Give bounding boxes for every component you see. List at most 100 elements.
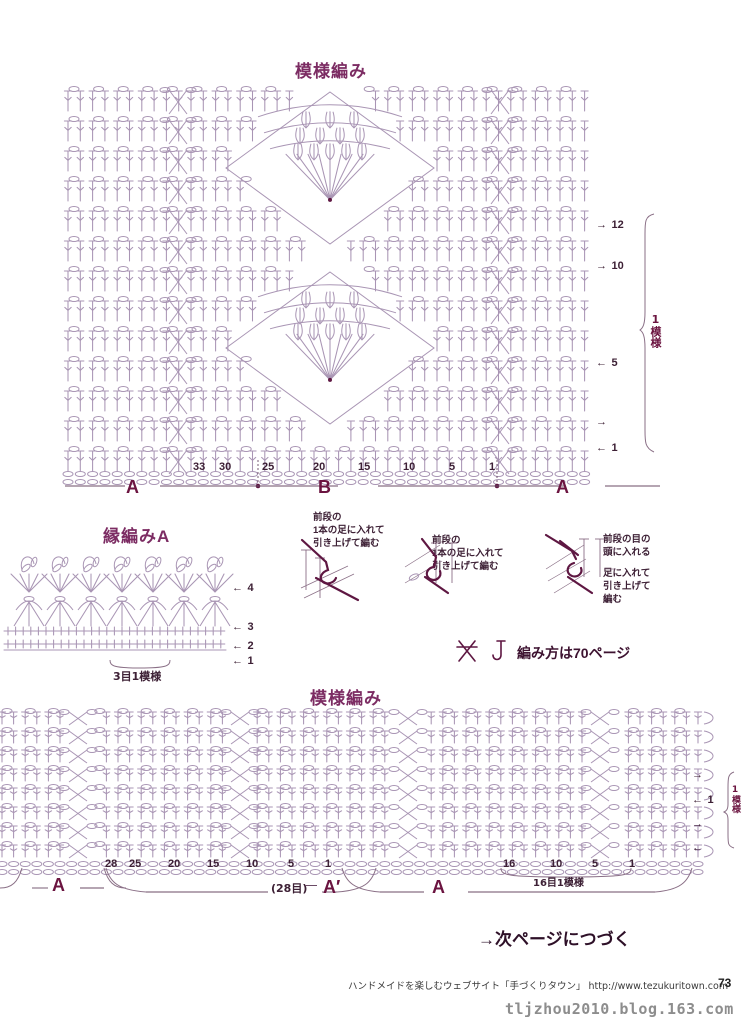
annotation-2-line-2: 1本の足に入れて <box>432 547 504 559</box>
bottom-chart-title: 模様編み <box>310 689 382 708</box>
edge-row-number-2: 2 <box>247 640 254 652</box>
top-row-label-1: ← 1 <box>596 438 618 456</box>
top-row-arrow-10: → <box>596 260 607 272</box>
top-stitch-number-25: 25 <box>262 461 275 473</box>
bottom-left-number-25: 25 <box>129 858 142 870</box>
technique-diagram-3 <box>544 533 616 595</box>
edge-chart-title: 縁編みA <box>103 527 171 546</box>
bottom-left-number-20: 20 <box>168 858 181 870</box>
edge-row-label-1: ← 1 <box>232 651 254 669</box>
top-chart-title: 模様編み <box>295 62 367 81</box>
bottom-right-number-16: 16 <box>503 858 516 870</box>
bottom-row-arrow-1: ← <box>692 794 703 806</box>
top-row-arrow-5: ← <box>596 357 607 369</box>
bottom-row-label-d: ← <box>692 838 703 856</box>
bottom-row-arrow-d: ← <box>692 842 703 854</box>
edge-row-arrow-2: ← <box>232 640 243 652</box>
annotation-1-line-1: 前段の <box>313 512 342 523</box>
bottom-row-label-1: ← 1 <box>692 790 714 808</box>
annotation-2-line-1: 前段の <box>432 535 461 546</box>
edge-repeat-label: 3目1模様 <box>113 670 162 683</box>
bottom-dash-separator <box>305 885 317 886</box>
bottom-row-arrow-c: → <box>692 818 703 830</box>
bottom-row-label-c: → <box>692 814 703 832</box>
top-chart-repeat-bracket <box>639 213 655 453</box>
bottom-row-label-a: → <box>692 765 703 783</box>
annotation-1-line-2: 1本の足に入れて <box>313 524 385 536</box>
top-row-label-10: → 10 <box>596 256 624 274</box>
top-row-arrow-blank: → <box>596 416 607 428</box>
bottom-right-number-1: 1 <box>629 858 636 870</box>
annotation-4-line-1: 足に入れて <box>603 568 651 579</box>
top-stitch-number-5: 5 <box>449 461 456 473</box>
continue-note: →次ページにつづく <box>478 930 631 949</box>
bottom-chart-section-braces <box>0 867 693 893</box>
top-section-label-b: B <box>318 477 331 497</box>
page-number: 73 <box>718 976 732 990</box>
legend-note: 編み方は70ページ <box>517 645 631 661</box>
edge-row-arrow-4: ← <box>232 582 243 594</box>
top-row-number-1: 1 <box>611 442 618 454</box>
top-row-number-5: 5 <box>611 357 618 369</box>
top-row-arrow-1: ← <box>596 442 607 454</box>
top-chart-bracket-label: 1模様 <box>649 313 662 348</box>
top-stitch-number-30: 30 <box>219 461 232 473</box>
annotation-2-line-3: 引き上げて編む <box>432 560 499 572</box>
top-row-number-10: 10 <box>611 260 624 272</box>
bottom-chart-stitch-diagram <box>0 708 714 875</box>
top-stitch-number-33: 33 <box>193 461 206 473</box>
bottom-right-number-5: 5 <box>592 858 599 870</box>
bottom-section-label-a-right: A <box>432 877 445 897</box>
edge-chart-stitch-diagram <box>3 556 234 651</box>
bottom-left-number-1: 1 <box>325 858 332 870</box>
top-row-label-5: ← 5 <box>596 353 618 371</box>
top-section-label-a-left: A <box>126 477 139 497</box>
bottom-left-number-10: 10 <box>246 858 259 870</box>
bottom-left-repeat-label: (28目) <box>271 882 308 895</box>
bottom-right-repeat-label: 16目1模様 <box>533 878 584 889</box>
technique-diagram-2 <box>404 537 457 595</box>
annotation-3: 前段の目の 頭に入れる <box>603 534 651 560</box>
top-stitch-number-15: 15 <box>358 461 371 473</box>
bottom-section-label-a-prime: A′ <box>323 877 341 897</box>
edge-repeat-bracket <box>109 659 171 669</box>
edge-row-number-3: 3 <box>247 621 254 633</box>
top-stitch-number-10: 10 <box>403 461 416 473</box>
watermark: tljzhou2010.blog.163.com <box>505 1000 734 1018</box>
edge-row-label-3: ← 3 <box>232 617 254 635</box>
top-row-arrow-12: → <box>596 219 607 231</box>
top-chart-section-rule <box>65 460 660 489</box>
bottom-chart-bracket-label: 1模様 <box>730 785 740 813</box>
annotation-1-line-3: 引き上げて編む <box>313 537 380 549</box>
annotation-1: 前段の 1本の足に入れて 引き上げて編む <box>313 512 385 550</box>
bottom-row-arrow-a: → <box>692 769 703 781</box>
annotation-2: 前段の 1本の足に入れて 引き上げて編む <box>432 535 504 573</box>
edge-row-label-2: ← 2 <box>232 636 254 654</box>
top-chart-stitch-diagram <box>62 86 591 485</box>
edge-row-number-1: 1 <box>247 655 254 667</box>
footer-url-text: ハンドメイドを楽しむウェブサイト「手づくりタウン」 http://www.tez… <box>348 981 729 992</box>
top-stitch-number-20: 20 <box>313 461 326 473</box>
legend-symbol-icons <box>456 640 506 662</box>
edge-row-arrow-1: ← <box>232 655 243 667</box>
bottom-left-number-28: 28 <box>105 858 118 870</box>
bottom-left-number-5: 5 <box>288 858 295 870</box>
bottom-row-number-1: 1 <box>707 794 714 806</box>
crossed-stitch-symbol <box>456 640 478 662</box>
bottom-right-repeat-bracket <box>500 867 632 878</box>
bottom-right-number-10: 10 <box>550 858 563 870</box>
raised-stitch-symbol <box>492 640 506 661</box>
annotation-4-line-2: 引き上げて <box>603 580 651 592</box>
annotation-4-line-3: 編む <box>603 593 623 605</box>
bottom-section-label-a-left: A <box>52 875 65 895</box>
top-row-number-12: 12 <box>611 219 624 231</box>
bottom-chart-repeat-bracket <box>722 771 735 849</box>
technique-diagram-1 <box>300 538 360 602</box>
annotation-3-line-1: 前段の目の <box>603 534 651 545</box>
edge-row-label-4: ← 4 <box>232 578 254 596</box>
annotation-4: 足に入れて 引き上げて 編む <box>603 568 651 606</box>
top-stitch-number-1: 1 <box>489 461 496 473</box>
edge-row-arrow-3: ← <box>232 621 243 633</box>
top-section-label-a-right: A <box>556 477 569 497</box>
